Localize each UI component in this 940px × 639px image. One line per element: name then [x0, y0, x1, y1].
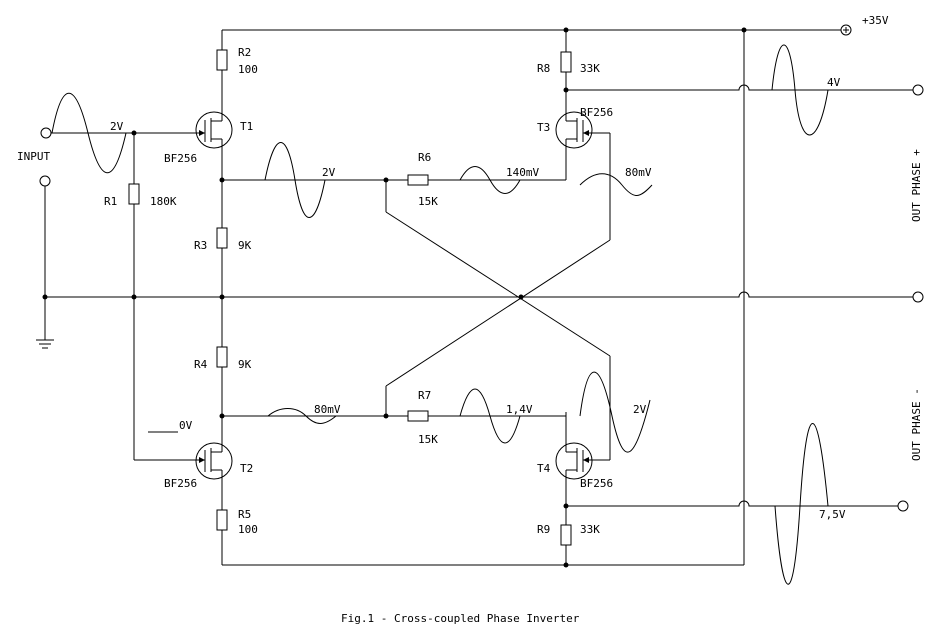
- junctions: [42, 27, 747, 568]
- signal-r7-out: 1,4V: [506, 403, 533, 416]
- supply-label: +35V: [862, 14, 889, 27]
- zero-v-label: 0V: [179, 419, 193, 432]
- signal-r6-out: 140mV: [506, 166, 539, 179]
- t4-ref: T4: [537, 462, 551, 475]
- r9-value: 33K: [580, 523, 600, 536]
- wave-input: [51, 92, 127, 174]
- t2-type: BF256: [164, 477, 197, 490]
- transistor-t1: [195, 111, 233, 149]
- resistors: [128, 49, 572, 546]
- wave-r7: [459, 388, 521, 444]
- signal-t3-gate: 80mV: [625, 166, 652, 179]
- wave-t4-gate: [579, 371, 651, 453]
- resistor-r9: [560, 524, 572, 546]
- general-labels: INPUT +35V 0V OUT PHASE + OUT PHASE - Fi…: [17, 14, 923, 625]
- t2-ref: T2: [240, 462, 253, 475]
- r2-value: 100: [238, 63, 258, 76]
- wave-r6: [459, 166, 521, 194]
- signal-t2-drain: 80mV: [314, 403, 341, 416]
- signal-out-minus: 7,5V: [819, 508, 846, 521]
- r8-value: 33K: [580, 62, 600, 75]
- wave-t1-drain: [264, 142, 326, 218]
- input-terminal: [40, 127, 52, 139]
- waveforms: [51, 44, 829, 585]
- out-phase-minus-label: OUT PHASE -: [910, 388, 923, 461]
- r3-ref: R3: [194, 239, 207, 252]
- resistor-r7: [407, 410, 429, 422]
- t3-type: BF256: [580, 106, 613, 119]
- r4-ref: R4: [194, 358, 208, 371]
- signal-t1-drain: 2V: [322, 166, 336, 179]
- r1-value: 180K: [150, 195, 177, 208]
- resistor-r4: [216, 346, 228, 368]
- signal-input: 2V: [110, 120, 124, 133]
- wave-out-minus: [774, 423, 829, 585]
- ground-input-terminal: [39, 175, 51, 187]
- signal-out-plus: 4V: [827, 76, 841, 89]
- transistor-t3: [555, 111, 593, 149]
- resistor-r5: [216, 509, 228, 531]
- resistor-r2: [216, 49, 228, 71]
- wires: [36, 29, 913, 566]
- wave-out-plus: [771, 44, 829, 136]
- out-plus-terminal: [912, 84, 924, 96]
- wave-t3-gate: [579, 173, 653, 196]
- r8-ref: R8: [537, 62, 550, 75]
- wave-t2-drain: [267, 408, 337, 424]
- r5-ref: R5: [238, 508, 251, 521]
- transistor-t4: [555, 442, 593, 480]
- signal-t4-gate: 2V: [633, 403, 647, 416]
- figure-caption: Fig.1 - Cross-coupled Phase Inverter: [341, 612, 580, 625]
- component-labels: R2 100 T1 BF256 R1 180K R3 9K R4 9K T2 B…: [104, 46, 613, 536]
- r2-ref: R2: [238, 46, 251, 59]
- r5-value: 100: [238, 523, 258, 536]
- out-phase-plus-label: OUT PHASE +: [910, 149, 923, 222]
- r7-value: 15K: [418, 433, 438, 446]
- terminals: [39, 24, 924, 512]
- t1-ref: T1: [240, 120, 253, 133]
- r3-value: 9K: [238, 239, 252, 252]
- r6-value: 15K: [418, 195, 438, 208]
- r4-value: 9K: [238, 358, 252, 371]
- input-label: INPUT: [17, 150, 50, 163]
- resistor-r3: [216, 227, 228, 249]
- resistor-r6: [407, 174, 429, 186]
- r6-ref: R6: [418, 151, 431, 164]
- ground-output-terminal: [912, 291, 924, 303]
- r1-ref: R1: [104, 195, 117, 208]
- transistor-t2: [195, 442, 233, 480]
- resistor-r8: [560, 51, 572, 73]
- r7-ref: R7: [418, 389, 431, 402]
- resistor-r1: [128, 183, 140, 205]
- t3-ref: T3: [537, 121, 550, 134]
- r9-ref: R9: [537, 523, 550, 536]
- supply-terminal: [840, 24, 852, 36]
- t1-type: BF256: [164, 152, 197, 165]
- out-minus-terminal: [897, 500, 909, 512]
- signal-labels: 2V 2V 140mV 80mV 4V 80mV 1,4V 2V 7,5V: [110, 76, 846, 521]
- t4-type: BF256: [580, 477, 613, 490]
